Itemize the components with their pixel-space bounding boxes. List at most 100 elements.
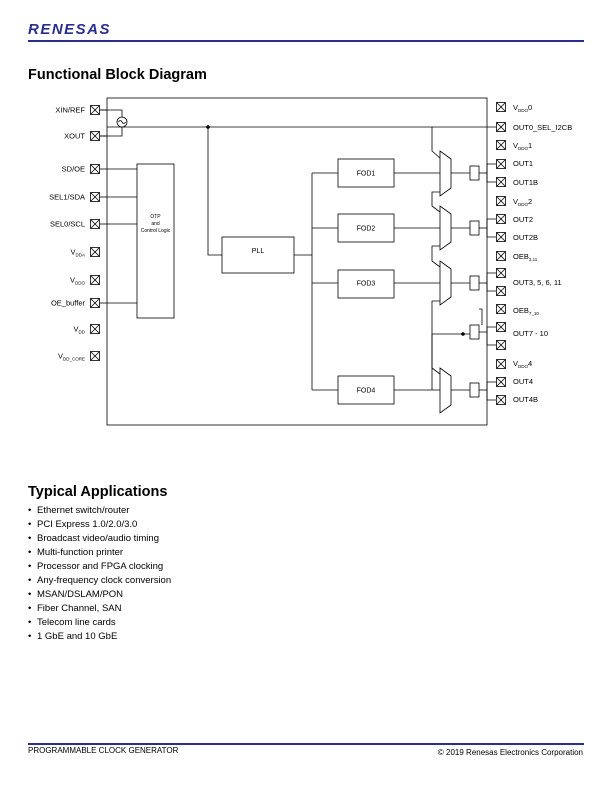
pin-cross bbox=[496, 304, 506, 314]
right-pin-label: OUT4 bbox=[513, 377, 533, 386]
right-pin-label: OUT4B bbox=[513, 395, 538, 404]
pin-cross bbox=[90, 247, 100, 257]
right-pin-label: OEB7_10 bbox=[513, 306, 539, 316]
mux-chain-wire bbox=[431, 245, 441, 268]
fod3-label: FOD3 bbox=[357, 281, 376, 288]
pll-label: PLL bbox=[252, 248, 265, 255]
pin-label-subscript: DDO bbox=[75, 281, 85, 286]
output-buffer bbox=[469, 220, 480, 236]
left-pin-label: VDD_CORE bbox=[58, 352, 85, 362]
output-buffer bbox=[469, 324, 480, 340]
fod1-label: FOD1 bbox=[357, 171, 376, 178]
pin-label-text: OUT1B bbox=[513, 178, 538, 187]
left-pin-label: XOUT bbox=[64, 132, 85, 141]
pin-label-text: OUT3, 5, 6, 11 bbox=[513, 278, 562, 287]
right-pin-box bbox=[496, 304, 506, 314]
right-pin-label: OEB3,11 bbox=[513, 252, 538, 262]
right-pin-label: VDDO0 bbox=[513, 103, 532, 113]
chip-outline bbox=[106, 97, 488, 426]
fod2-label: FOD2 bbox=[357, 226, 376, 233]
pin-label-text: SEL1/SDA bbox=[49, 193, 85, 202]
pin-label-text: V bbox=[73, 325, 78, 334]
output-wire bbox=[486, 228, 496, 238]
otp-label: OTP bbox=[150, 214, 161, 220]
right-pin-label: OUT1B bbox=[513, 178, 538, 187]
right-pin-box bbox=[496, 196, 506, 206]
left-pin-box bbox=[90, 298, 100, 308]
left-pin-label: SEL0/SCL bbox=[50, 220, 85, 229]
pll-block bbox=[221, 236, 295, 274]
output-wire bbox=[486, 332, 496, 346]
header-rule bbox=[28, 40, 584, 42]
output-wire bbox=[486, 381, 496, 390]
pin-cross bbox=[496, 268, 506, 278]
mux-chain-wire bbox=[431, 191, 441, 213]
left-pin-label: OE_buffer bbox=[51, 299, 86, 308]
pin-label-suffix: 1 bbox=[528, 141, 532, 150]
pin-cross bbox=[496, 286, 506, 296]
pin-label-subscript: DD bbox=[79, 330, 86, 335]
output-buffer bbox=[469, 382, 480, 398]
output-wire bbox=[486, 163, 496, 173]
pin-label-text: OE_buffer bbox=[51, 299, 86, 308]
right-pin-box bbox=[496, 251, 506, 261]
output-wire bbox=[486, 272, 496, 283]
output-wire bbox=[486, 390, 496, 401]
pin-label-subscript: DDO bbox=[518, 146, 528, 151]
right-pin-label: VDDO2 bbox=[513, 197, 532, 207]
pin-label-text: OUT4B bbox=[513, 395, 538, 404]
otp-label: and bbox=[151, 221, 160, 227]
left-pin-box bbox=[90, 164, 100, 174]
pin-label-text: OUT2 bbox=[513, 215, 533, 224]
pin-cross bbox=[496, 196, 506, 206]
left-pin-box bbox=[90, 105, 100, 115]
pin-label-text: OEB bbox=[513, 306, 529, 315]
output-mux bbox=[439, 205, 452, 251]
output-mux bbox=[439, 150, 452, 197]
right-pin-box bbox=[496, 159, 506, 169]
right-pin-label: OUT3, 5, 6, 11 bbox=[513, 278, 562, 287]
oscillator-wave bbox=[118, 120, 126, 124]
pin-label-text: XOUT bbox=[64, 132, 85, 141]
right-pin-box bbox=[496, 102, 506, 112]
pin-label-text: OUT7 - 10 bbox=[513, 329, 548, 338]
pin-label-text: V bbox=[58, 352, 63, 361]
pin-cross bbox=[496, 159, 506, 169]
right-pin-label: VDDO4 bbox=[513, 359, 532, 369]
left-pin-box bbox=[90, 324, 100, 334]
oeb-wire bbox=[479, 308, 483, 325]
pin-cross bbox=[496, 177, 506, 187]
applications-title: Typical Applications bbox=[28, 484, 168, 500]
junction-dot bbox=[461, 332, 465, 336]
left-pin-box bbox=[90, 247, 100, 257]
pin-cross bbox=[90, 219, 100, 229]
footer-rule bbox=[28, 743, 584, 745]
left-pin-box bbox=[90, 192, 100, 202]
pin-cross bbox=[496, 340, 506, 350]
right-pin-label: OUT1 bbox=[513, 159, 533, 168]
pin-label-text: V bbox=[70, 276, 75, 285]
left-pin-label: VDD bbox=[73, 325, 85, 335]
out7-10-feed-wire bbox=[431, 333, 470, 390]
application-item: Any-frequency clock conversion bbox=[28, 574, 171, 588]
pin-cross bbox=[90, 164, 100, 174]
right-pin-box bbox=[496, 177, 506, 187]
pin-label-suffix: 0 bbox=[528, 103, 532, 112]
output-mux bbox=[439, 260, 452, 306]
pin-label-text: OUT4 bbox=[513, 377, 533, 386]
pin-label-text: XIN/REF bbox=[55, 106, 85, 115]
fod4-label: FOD4 bbox=[357, 388, 376, 395]
fod4-block bbox=[337, 375, 395, 405]
right-pin-box bbox=[496, 340, 506, 350]
application-item: Fiber Channel, SAN bbox=[28, 602, 171, 616]
application-item: Ethernet switch/router bbox=[28, 504, 171, 518]
left-pin-label: XIN/REF bbox=[55, 106, 85, 115]
mux-ref-wire bbox=[431, 127, 441, 159]
footer-copyright: © 2019 Renesas Electronics Corporation bbox=[437, 748, 583, 757]
pin-cross bbox=[90, 192, 100, 202]
fod3-block bbox=[337, 269, 395, 299]
pin-cross bbox=[496, 214, 506, 224]
xtal-wire bbox=[100, 109, 123, 117]
otp-control-block bbox=[136, 163, 175, 319]
pin-label-subscript: 3,11 bbox=[529, 257, 538, 262]
